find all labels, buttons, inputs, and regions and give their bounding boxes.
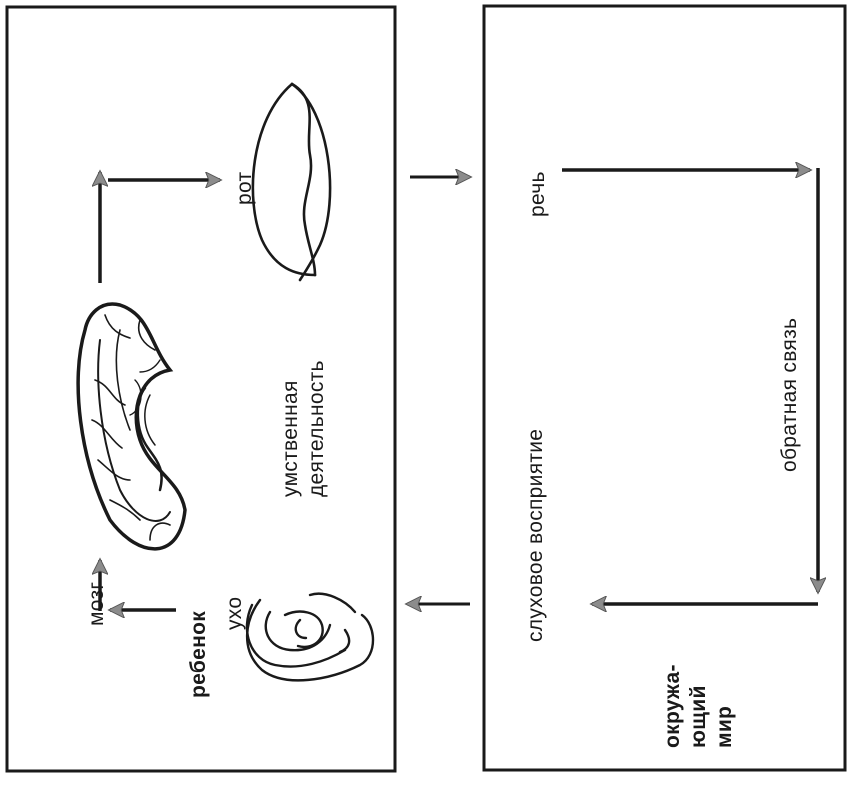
surrounding-world-line-1: окружа-: [660, 664, 686, 748]
brain-label: мозг: [84, 582, 110, 626]
mouth-label: рот: [232, 172, 258, 205]
mental-activity-label: умственная деятельность: [278, 360, 330, 497]
ear-icon: [247, 594, 373, 681]
surrounding-world-line-2: ющий: [686, 664, 712, 748]
speech-label: речь: [525, 171, 551, 217]
mouth-icon: [253, 84, 330, 280]
surrounding-world-label: окружа- ющий мир: [660, 664, 738, 748]
ear-label: ухо: [222, 597, 248, 630]
surrounding-world-line-3: мир: [712, 664, 738, 748]
child-label: ребенок: [186, 611, 212, 698]
mental-activity-line-1: умственная: [278, 360, 304, 497]
brain-icon: [78, 304, 185, 549]
feedback-label: обратная связь: [777, 318, 803, 472]
mental-activity-line-2: деятельность: [304, 360, 330, 497]
auditory-perception-label: слуховое восприятие: [523, 429, 549, 642]
